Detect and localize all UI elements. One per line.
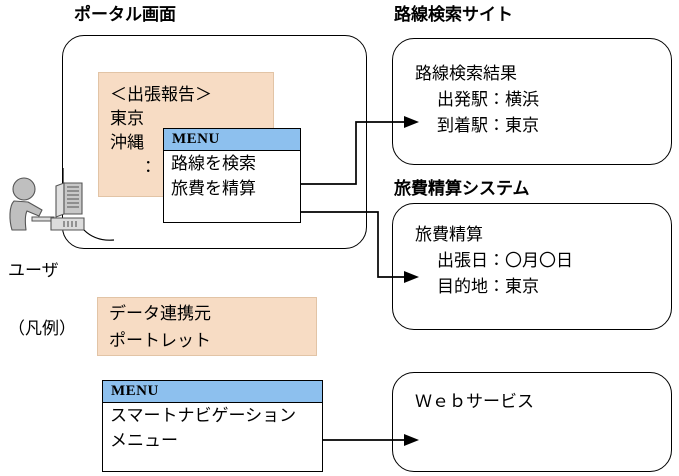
- legend-label: （凡例）: [8, 319, 76, 338]
- route-search-arrival: 到着駅：東京: [437, 116, 539, 135]
- web-service-title: Ｗｅｂサービス: [415, 392, 534, 411]
- portlet-line-1: 沖縄: [110, 133, 144, 152]
- menu-item-expense-settlement[interactable]: 旅費を精算: [171, 179, 256, 198]
- arrowhead-route-search: [404, 116, 419, 128]
- arrowhead-web-service: [404, 434, 419, 446]
- heading-expense-system: 旅費精算システム: [394, 179, 530, 198]
- menu-item-route-search[interactable]: 路線を検索: [171, 154, 256, 173]
- user-at-computer-icon: [9, 168, 115, 241]
- heading-route-search-site: 路線検索サイト: [394, 5, 513, 24]
- web-service-box: Ｗｅｂサービス: [392, 372, 672, 472]
- smart-navigation-menu-window[interactable]: MENU スマートナビゲーション メニュー: [102, 380, 323, 472]
- expense-trip-date: 出張日：〇月〇日: [437, 251, 573, 270]
- menu-item-smart-navigation[interactable]: スマートナビゲーション: [110, 406, 297, 425]
- portal-screen-container: [62, 35, 367, 249]
- bottom-menu-titlebar: MENU: [103, 381, 322, 403]
- legend-swatch-data-source-portlet: データ連携元 ポートレット: [97, 297, 317, 356]
- expense-title: 旅費精算: [415, 225, 483, 244]
- arrowhead-expense: [404, 271, 419, 283]
- route-search-title: 路線検索結果: [415, 64, 517, 83]
- heading-portal: ポータル画面: [74, 5, 176, 24]
- connector-expense: [300, 211, 404, 278]
- connector-route-search: [300, 121, 404, 185]
- portlet-title: ＜出張報告＞: [110, 85, 212, 104]
- portal-menu-titlebar: MENU: [164, 129, 300, 151]
- route-search-departure: 出発駅：横浜: [437, 90, 539, 109]
- portlet-line-2: ：: [144, 157, 161, 176]
- legend-swatch-line-0: データ連携元: [109, 304, 211, 323]
- user-label: ユーザ: [8, 261, 59, 280]
- portal-menu-window[interactable]: MENU 路線を検索 旅費を精算: [163, 128, 301, 223]
- expense-destination: 目的地：東京: [437, 277, 539, 296]
- legend-swatch-line-1: ポートレット: [109, 331, 211, 350]
- expense-system-box: 旅費精算 出張日：〇月〇日 目的地：東京: [392, 203, 672, 330]
- menu-item-menu[interactable]: メニュー: [110, 431, 178, 450]
- portlet-line-0: 東京: [110, 109, 144, 128]
- route-search-site-box: 路線検索結果 出発駅：横浜 到着駅：東京: [392, 38, 672, 165]
